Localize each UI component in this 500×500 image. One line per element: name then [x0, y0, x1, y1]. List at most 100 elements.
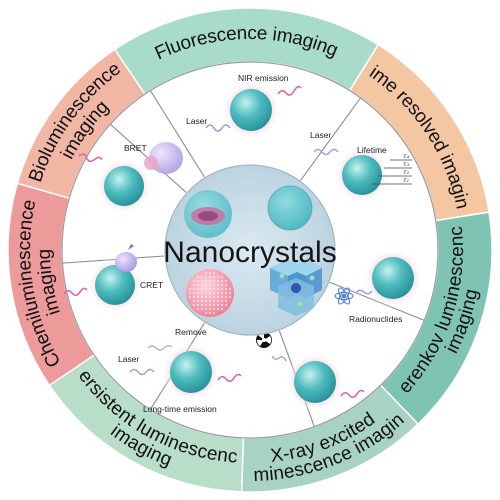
chemiluminescence-panel: CRET [63, 244, 163, 313]
lattice-dot [196, 299, 200, 303]
lattice-dot [200, 291, 204, 295]
lattice-dot [200, 283, 204, 287]
laser-wave-icon [313, 148, 339, 156]
laser-label: Laser [310, 130, 331, 140]
lattice-dot [224, 287, 228, 291]
lattice-dot [196, 283, 200, 287]
lattice-dot [196, 295, 200, 299]
time-resolved-panel: Laser Lifetime τ₄ τ₃ τ₂ τ₁ [310, 130, 412, 203]
lattice-dot [208, 279, 212, 283]
nanocrystal-sphere [95, 265, 135, 305]
lattice-dot [204, 271, 208, 275]
nanocrystal-sphere [230, 89, 272, 131]
lattice-dot [196, 303, 200, 307]
panel-divider-1 [149, 90, 205, 178]
lattice-dot [220, 295, 224, 299]
bioluminescence-panel: BRET [78, 142, 183, 214]
laser-label: Laser [186, 116, 207, 126]
luciferase-protein-icon [149, 142, 183, 174]
lattice-dot [212, 299, 216, 303]
lattice-dot [220, 307, 224, 311]
lattice-dot [228, 295, 232, 299]
radionuclides-label: Radionuclides [349, 314, 402, 324]
lattice-dot [200, 275, 204, 279]
lattice-dot [208, 295, 212, 299]
lattice-dot [228, 291, 232, 295]
nanocrystal-sphere [104, 166, 144, 206]
lattice-dot [216, 291, 220, 295]
lattice-dot [216, 287, 220, 291]
bret-label: BRET [124, 143, 147, 153]
lattice-dot [196, 307, 200, 311]
radiation-wave-icon [355, 289, 373, 295]
nanocrystal-sphere [342, 155, 382, 195]
tau-4: τ₄ [403, 152, 410, 160]
lattice-dot [192, 291, 196, 295]
spherical-nanocrystal-icon [267, 185, 313, 231]
ring-segments [7, 7, 493, 493]
emission-wave-icon [340, 389, 365, 399]
lattice-dot [212, 307, 216, 311]
lattice-dot [224, 295, 228, 299]
lattice-dot [208, 287, 212, 291]
nir-emission-label: NIR emission [238, 73, 289, 83]
lattice-dot [224, 283, 228, 287]
lattice-dot [204, 299, 208, 303]
fluorescence-panel: Laser NIR emission [186, 73, 302, 140]
lattice-dot [204, 291, 208, 295]
lattice-dot [220, 291, 224, 295]
lattice-dot [192, 303, 196, 307]
lattice-dot [220, 287, 224, 291]
lattice-dot [204, 287, 208, 291]
emission-wave-icon [277, 85, 302, 96]
lattice-dot [204, 283, 208, 287]
lattice-dot [216, 283, 220, 287]
lattice-dot [216, 279, 220, 283]
lattice-dot [216, 307, 220, 311]
emission-wave-icon [63, 287, 88, 297]
emission-wave-icon [217, 373, 242, 383]
panel-divider-2 [300, 97, 361, 181]
lattice-dot [208, 291, 212, 295]
lattice-dot [220, 275, 224, 279]
lattice-dot [192, 283, 196, 287]
reactant-icon [128, 244, 134, 250]
luminol-molecule-icon [115, 252, 137, 272]
lattice-dot [224, 303, 228, 307]
laser-wave-icon [129, 368, 155, 376]
cerenkov-panel: Radionuclides [334, 248, 423, 324]
lattice-dot [204, 311, 208, 315]
long-time-emission-label: Long-time emission [143, 404, 217, 414]
lattice-dot [188, 295, 192, 299]
removed-laser-wave-icon [147, 345, 173, 351]
lattice-dot [204, 279, 208, 283]
lattice-dot [204, 275, 208, 279]
atom-icon [334, 287, 354, 305]
center-title: Nanocrystals [163, 236, 336, 269]
lattice-dot [216, 299, 220, 303]
lattice-dot [208, 303, 212, 307]
lattice-dot [208, 307, 212, 311]
lattice-dot [224, 291, 228, 295]
lattice-dot [200, 279, 204, 283]
lattice-dot [200, 299, 204, 303]
lattice-dot [220, 283, 224, 287]
lattice-dot [216, 295, 220, 299]
lattice-dot [216, 275, 220, 279]
lattice-dot [228, 287, 232, 291]
remove-label: Remove [175, 327, 207, 337]
lattice-dots [188, 271, 232, 315]
emission-wave-icon [78, 153, 103, 163]
nanocrystal-sphere [294, 361, 336, 403]
lattice-dot [212, 303, 216, 307]
lattice-dot [196, 291, 200, 295]
lattice-dot [200, 307, 204, 311]
lattice-dot [224, 279, 228, 283]
lattice-dot [208, 311, 212, 315]
lattice-dot [192, 299, 196, 303]
center-hub: Nanocrystals [163, 164, 337, 336]
lattice-dot [212, 311, 216, 315]
lattice-dot [188, 287, 192, 291]
lattice-dot [204, 303, 208, 307]
